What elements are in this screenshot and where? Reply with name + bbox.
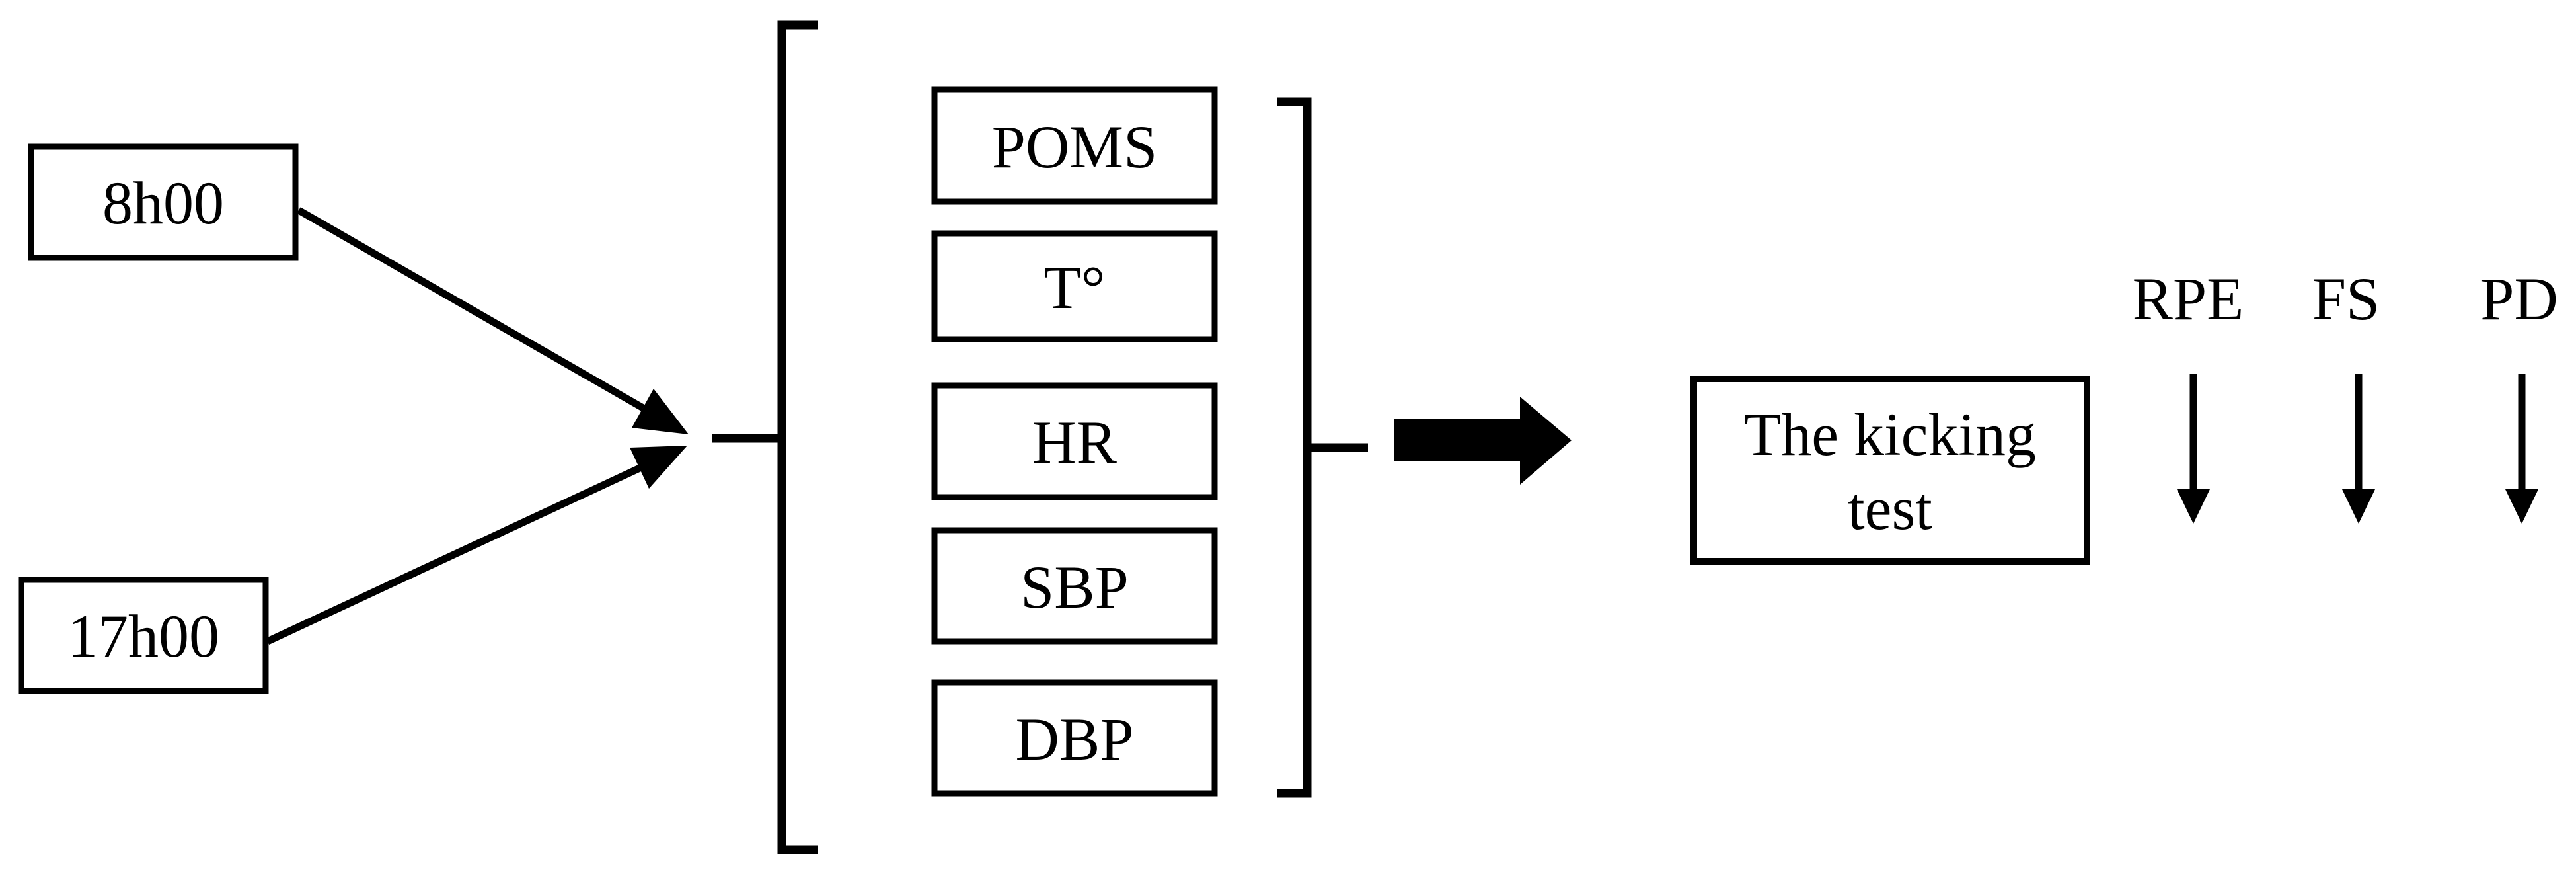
outcome-arrow-rpe-head	[2177, 489, 2210, 524]
kicking-test-box: The kicking test	[1690, 376, 2090, 565]
measure-box-temperature-label: T°	[1044, 254, 1106, 321]
outcome-label-fs: FS	[2312, 265, 2380, 333]
time-box-8h00: 8h00	[28, 143, 299, 261]
measure-box-dbp-label: DBP	[1016, 705, 1134, 773]
time-box-8h00-rect	[28, 143, 299, 261]
time-box-8h00-label: 8h00	[102, 169, 224, 237]
outcome-label-rpe: RPE	[2133, 265, 2244, 333]
arrow-8h00-to-measures-line	[297, 207, 645, 411]
outcome-pd: PD	[2480, 265, 2558, 524]
arrow-17h00-to-measures	[266, 446, 687, 645]
measure-box-sbp: SBP	[931, 527, 1218, 645]
arrow-17h00-to-measures-head	[630, 446, 687, 489]
measure-box-temperature: T°	[931, 230, 1218, 342]
right-bracket	[1277, 97, 1312, 798]
arrow-8h00-to-measures	[297, 207, 689, 434]
arrow-8h00-to-measures-head	[632, 389, 689, 434]
time-box-17h00-rect	[18, 577, 269, 694]
measure-box-sbp-rect	[931, 527, 1218, 645]
measure-box-dbp: DBP	[931, 679, 1218, 797]
measure-box-poms-rect	[931, 86, 1218, 205]
big-right-arrow-icon	[1394, 397, 1572, 485]
measure-box-dbp-rect	[931, 679, 1218, 797]
time-box-17h00: 17h00	[18, 577, 269, 694]
outcome-arrow-fs-head	[2342, 489, 2375, 524]
measure-box-hr-rect	[931, 382, 1218, 500]
kicking-test-box-label-line2: test	[1848, 475, 1932, 542]
measure-box-hr-label: HR	[1032, 409, 1117, 476]
measure-box-poms-label: POMS	[992, 113, 1158, 180]
outcome-rpe: RPE	[2133, 265, 2244, 524]
kicking-test-box-label-line1: The kicking	[1744, 401, 2036, 468]
left-bracket	[777, 20, 818, 854]
measure-box-sbp-label: SBP	[1020, 553, 1129, 621]
kicking-test-box-rect	[1690, 376, 2090, 565]
measure-box-hr: HR	[931, 382, 1218, 500]
outcome-arrow-pd-head	[2505, 489, 2538, 524]
time-box-17h00-label: 17h00	[67, 602, 219, 670]
arrow-17h00-to-measures-line	[266, 465, 642, 645]
outcome-label-pd: PD	[2480, 265, 2558, 333]
measure-box-poms: POMS	[931, 86, 1218, 205]
outcome-fs: FS	[2312, 265, 2380, 524]
measure-box-temperature-rect	[931, 230, 1218, 342]
